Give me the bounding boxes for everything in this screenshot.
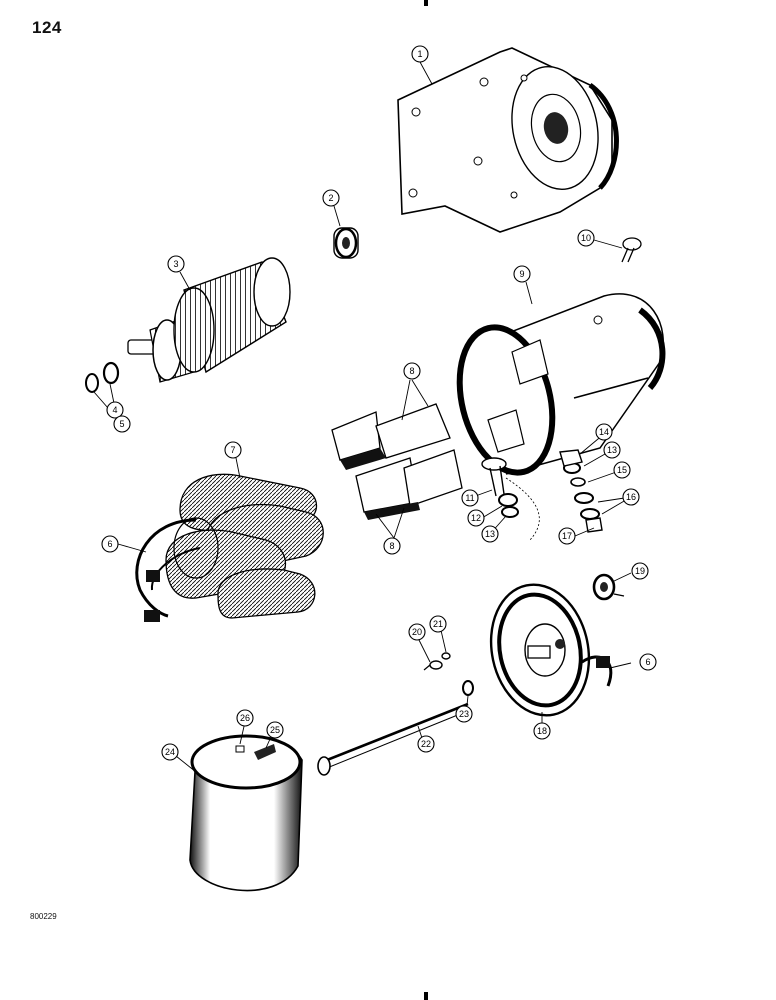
svg-text:23: 23 (459, 709, 469, 719)
callout-3: 3 (167, 255, 185, 273)
svg-text:2: 2 (328, 193, 333, 203)
part-8-pole-shoes (331, 403, 463, 520)
callout-2: 2 (322, 189, 340, 207)
svg-text:13: 13 (607, 445, 617, 455)
callout-22: 22 (417, 735, 435, 753)
callout-8-bottom: 8 (383, 537, 401, 555)
callout-4: 4 (106, 401, 124, 419)
callout-6-left: 6 (101, 535, 119, 553)
part-10-screw (621, 237, 642, 263)
callout-5: 5 (113, 415, 131, 433)
callout-14: 14 (595, 423, 613, 441)
part-21-lockwasher (441, 652, 451, 660)
part-19-bearing (592, 573, 625, 601)
svg-text:26: 26 (240, 713, 250, 723)
svg-text:21: 21 (433, 619, 443, 629)
svg-text:25: 25 (270, 725, 280, 735)
svg-text:12: 12 (471, 513, 481, 523)
callout-23: 23 (455, 705, 473, 723)
bottom-registration-mark (424, 992, 428, 1000)
callout-15: 15 (613, 461, 631, 479)
svg-text:11: 11 (465, 493, 474, 503)
part-7-field-coils (165, 473, 324, 619)
part-2-bearing (333, 227, 359, 259)
svg-text:1: 1 (417, 49, 422, 59)
part-25-clamp-screw (254, 744, 276, 760)
callout-10: 10 (577, 229, 595, 247)
svg-text:8: 8 (409, 366, 414, 376)
part-6-brush-leads-right (581, 655, 613, 687)
part-23-washer (462, 680, 474, 696)
svg-text:13: 13 (485, 529, 495, 539)
svg-text:9: 9 (519, 269, 524, 279)
callout-18: 18 (533, 722, 551, 740)
svg-text:14: 14 (599, 427, 609, 437)
callout-13-right: 13 (603, 441, 621, 459)
callout-20: 20 (408, 623, 426, 641)
part-20-screw (423, 660, 443, 671)
svg-text:18: 18 (537, 726, 547, 736)
part-6-brush-leads-left (135, 518, 201, 622)
svg-text:5: 5 (119, 419, 124, 429)
part-13-insulator (501, 462, 581, 518)
svg-text:4: 4 (112, 405, 117, 415)
callout-21: 21 (429, 615, 447, 633)
callout-24: 24 (161, 743, 179, 761)
callout-17: 17 (558, 527, 576, 545)
callout-13-left: 13 (481, 525, 499, 543)
part-1-mounting-bracket (397, 47, 619, 233)
svg-text:3: 3 (173, 259, 178, 269)
part-9-frame (456, 293, 666, 476)
callout-12: 12 (467, 509, 485, 527)
svg-text:6: 6 (107, 539, 112, 549)
callout-26: 26 (236, 709, 254, 727)
callout-9: 9 (513, 265, 531, 283)
drawing-code: 800229 (30, 912, 57, 921)
svg-text:19: 19 (635, 566, 645, 576)
svg-text:15: 15 (617, 465, 627, 475)
svg-text:24: 24 (165, 747, 175, 757)
callout-25: 25 (266, 721, 284, 739)
svg-text:22: 22 (421, 739, 431, 749)
svg-text:6: 6 (645, 657, 650, 667)
callout-11: 11 (461, 489, 479, 507)
part-12-washer (498, 493, 518, 507)
part-26-nut (235, 745, 245, 753)
callout-6-right: 6 (639, 653, 657, 671)
svg-text:16: 16 (626, 492, 636, 502)
svg-text:20: 20 (412, 627, 422, 637)
part-5-washer (85, 373, 99, 393)
callout-7: 7 (224, 441, 242, 459)
svg-text:7: 7 (230, 445, 235, 455)
part-4-washer (102, 361, 120, 385)
callout-19: 19 (631, 562, 649, 580)
callout-16: 16 (622, 488, 640, 506)
part-3-armature (127, 257, 291, 383)
part-18-end-head (489, 583, 591, 717)
svg-text:17: 17 (562, 531, 572, 541)
callout-8-top: 8 (403, 362, 421, 380)
top-registration-mark (424, 0, 428, 6)
part-11-terminal-stud (481, 457, 507, 497)
page-number: 124 (32, 18, 62, 37)
svg-text:8: 8 (389, 541, 394, 551)
part-22-through-bolt (317, 702, 471, 776)
svg-text:10: 10 (581, 233, 591, 243)
callout-1: 1 (411, 45, 429, 63)
part-24-cover-band (189, 734, 303, 892)
parts-14-17-hardware (505, 449, 603, 541)
